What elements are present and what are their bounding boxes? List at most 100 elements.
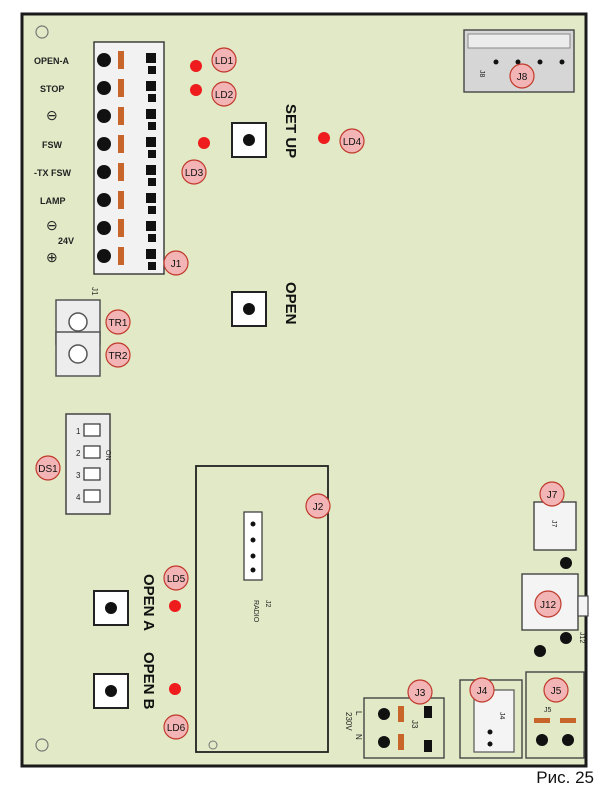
j5-screws bbox=[536, 734, 574, 746]
j1-screw bbox=[97, 109, 111, 123]
j1-terminals bbox=[97, 51, 156, 270]
j3-silk: J3 bbox=[410, 720, 419, 729]
trimmer-tr2-knob bbox=[68, 344, 88, 364]
bubble-j1: J1 bbox=[163, 250, 189, 276]
dip-switch-levers bbox=[83, 423, 101, 503]
j1-silk: J1 bbox=[90, 287, 99, 296]
j1-contact bbox=[148, 178, 156, 186]
open-b-button-cap bbox=[105, 685, 117, 697]
open-a-label: OPEN A bbox=[140, 574, 157, 631]
terminal-label: OPEN-A bbox=[34, 56, 70, 66]
figure-caption: Рис. 25 bbox=[536, 768, 594, 787]
j1-contact bbox=[146, 81, 156, 91]
svg-text:TR2: TR2 bbox=[109, 351, 128, 362]
j2-pins bbox=[250, 521, 256, 573]
j1-screw bbox=[97, 193, 111, 207]
j12-tab bbox=[577, 595, 589, 617]
j1-pad bbox=[118, 247, 124, 265]
svg-text:LD5: LD5 bbox=[167, 574, 186, 585]
radio-silk: RADIO bbox=[252, 600, 259, 623]
bubble-ld1: LD1 bbox=[211, 47, 237, 73]
terminal-label: 24V bbox=[58, 236, 74, 246]
j2-mount-hole bbox=[208, 740, 218, 750]
j5-silk: J5 bbox=[544, 707, 552, 714]
j1-screw bbox=[97, 137, 111, 151]
j1-pad bbox=[118, 51, 124, 69]
trimmers bbox=[55, 299, 101, 377]
led-ld5 bbox=[169, 600, 181, 612]
j7-silk: J7 bbox=[550, 520, 557, 528]
svg-text:J8: J8 bbox=[517, 72, 528, 83]
dip-number: 3 bbox=[76, 471, 81, 480]
bubble-j2: J2 bbox=[305, 493, 331, 519]
mounting-hole bbox=[35, 738, 49, 752]
dip-lever bbox=[83, 423, 101, 437]
dip-on-label: ON bbox=[104, 450, 111, 461]
open-b-label: OPEN B bbox=[140, 652, 157, 710]
dip-lever bbox=[83, 489, 101, 503]
svg-text:LD1: LD1 bbox=[215, 56, 234, 67]
terminal-label: STOP bbox=[40, 84, 64, 94]
bubble-tr1: TR1 bbox=[105, 309, 131, 335]
terminal-label: ⊖ bbox=[46, 107, 58, 123]
j12-contacts bbox=[534, 557, 572, 657]
terminal-label: FSW bbox=[42, 140, 63, 150]
j3-fuse-pins bbox=[424, 706, 432, 752]
j1-pad bbox=[118, 79, 124, 97]
bubble-tr2: TR2 bbox=[105, 342, 131, 368]
bubble-ld6: LD6 bbox=[163, 714, 189, 740]
j1-contact bbox=[148, 66, 156, 74]
svg-text:J2: J2 bbox=[313, 502, 324, 513]
terminal-label: ⊕ bbox=[46, 249, 58, 265]
open-label: OPEN bbox=[282, 282, 299, 325]
j1-screw bbox=[97, 165, 111, 179]
j2-radio-header bbox=[243, 511, 263, 581]
leds bbox=[169, 60, 330, 695]
dip-number: 1 bbox=[76, 427, 81, 436]
j1-contact bbox=[148, 94, 156, 102]
bubble-j5: J5 bbox=[543, 677, 569, 703]
open-button bbox=[231, 291, 267, 327]
led-ld2 bbox=[190, 84, 202, 96]
led-ld6 bbox=[169, 683, 181, 695]
230v-label: 230V bbox=[344, 712, 353, 731]
open-button-cap bbox=[243, 303, 255, 315]
j5-terminal bbox=[525, 671, 585, 759]
terminal-label: ⊖ bbox=[46, 217, 58, 233]
bubble-j12: J12 bbox=[534, 590, 562, 618]
j8-silk: J8 bbox=[478, 70, 485, 78]
led-ld4 bbox=[318, 132, 330, 144]
j8-tab bbox=[467, 33, 571, 49]
svg-text:J12: J12 bbox=[540, 600, 557, 611]
dip-lever bbox=[83, 467, 101, 481]
dip-number: 2 bbox=[76, 449, 81, 458]
j1-pad bbox=[118, 135, 124, 153]
reference-bubbles: LD1 LD2 LD3 LD4 J1 TR1 TR2 DS1 J2 LD5 LD… bbox=[35, 47, 569, 740]
terminal-label: LAMP bbox=[40, 196, 66, 206]
j1-contact bbox=[146, 137, 156, 147]
led-ld1 bbox=[190, 60, 202, 72]
svg-text:DS1: DS1 bbox=[38, 464, 58, 475]
bubble-j8: J8 bbox=[509, 63, 535, 89]
led-ld3 bbox=[198, 137, 210, 149]
j1-terminal-labels: OPEN-A STOP ⊖ FSW -TX FSW LAMP ⊖ 24V ⊕ bbox=[34, 56, 74, 265]
svg-text:J7: J7 bbox=[547, 490, 558, 501]
setup-label: SET UP bbox=[282, 104, 299, 158]
bubble-j3: J3 bbox=[407, 679, 433, 705]
bubble-ld3: LD3 bbox=[181, 159, 207, 185]
j1-pad bbox=[118, 107, 124, 125]
j1-contact bbox=[146, 109, 156, 119]
n-label: N bbox=[354, 734, 363, 740]
j4-pins bbox=[487, 729, 493, 747]
j7-connector bbox=[533, 501, 577, 551]
j1-contact bbox=[146, 193, 156, 203]
svg-text:TR1: TR1 bbox=[109, 318, 128, 329]
j1-pad bbox=[118, 191, 124, 209]
svg-text:LD2: LD2 bbox=[215, 90, 234, 101]
j8-pins bbox=[493, 59, 565, 65]
bubble-j7: J7 bbox=[539, 481, 565, 507]
terminal-label: -TX FSW bbox=[34, 168, 71, 178]
j1-contact bbox=[148, 150, 156, 158]
buttons bbox=[93, 122, 267, 709]
